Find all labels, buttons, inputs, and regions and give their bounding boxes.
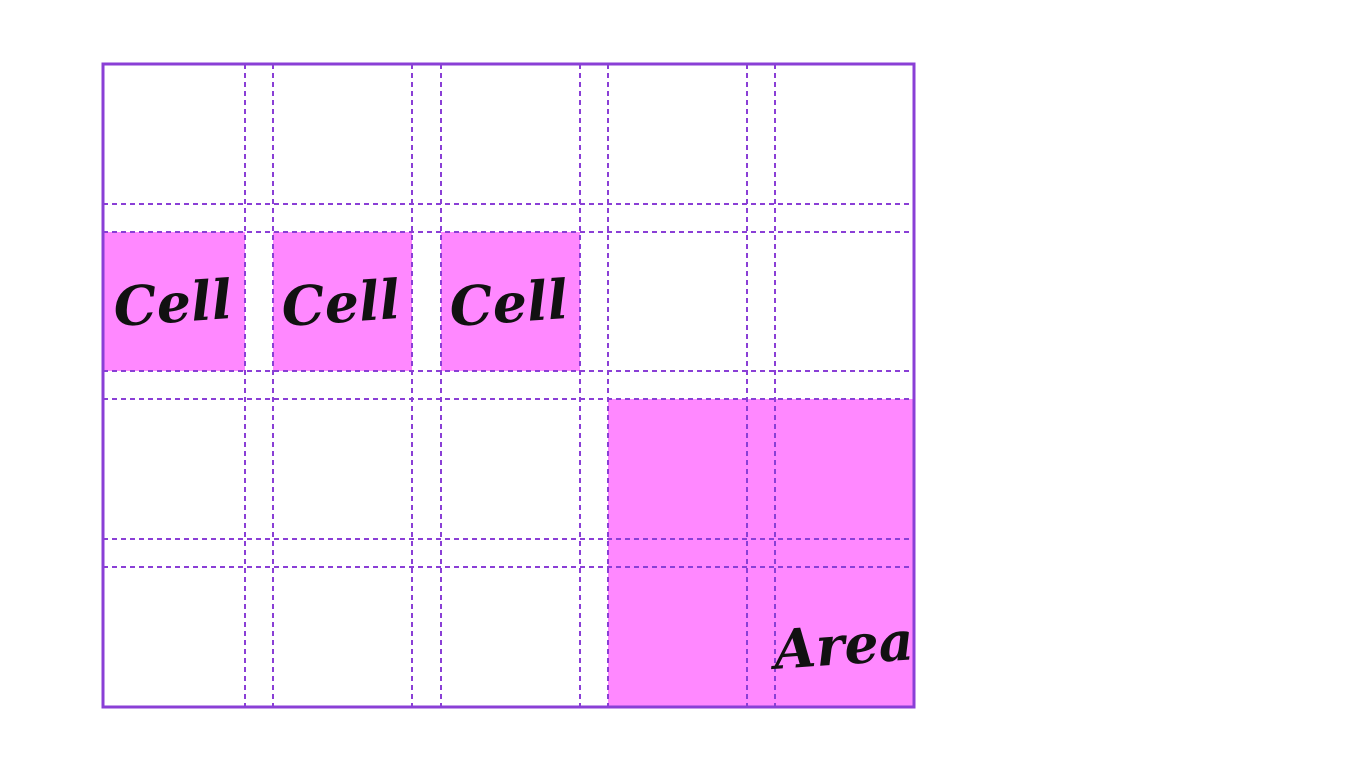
area-label: Area [767,608,916,682]
vertical-gridlines [244,64,776,707]
cell-2-highlight [273,232,412,371]
area-highlight [608,399,914,707]
cell-label-2: Cell [279,267,402,339]
cell-1-highlight [103,232,245,371]
cell-label-3: Cell [447,267,570,339]
cell-3-highlight [441,232,580,371]
cell-label-1: Cell [111,267,234,339]
grid-border [101,62,916,709]
horizontal-gridlines [103,203,914,568]
